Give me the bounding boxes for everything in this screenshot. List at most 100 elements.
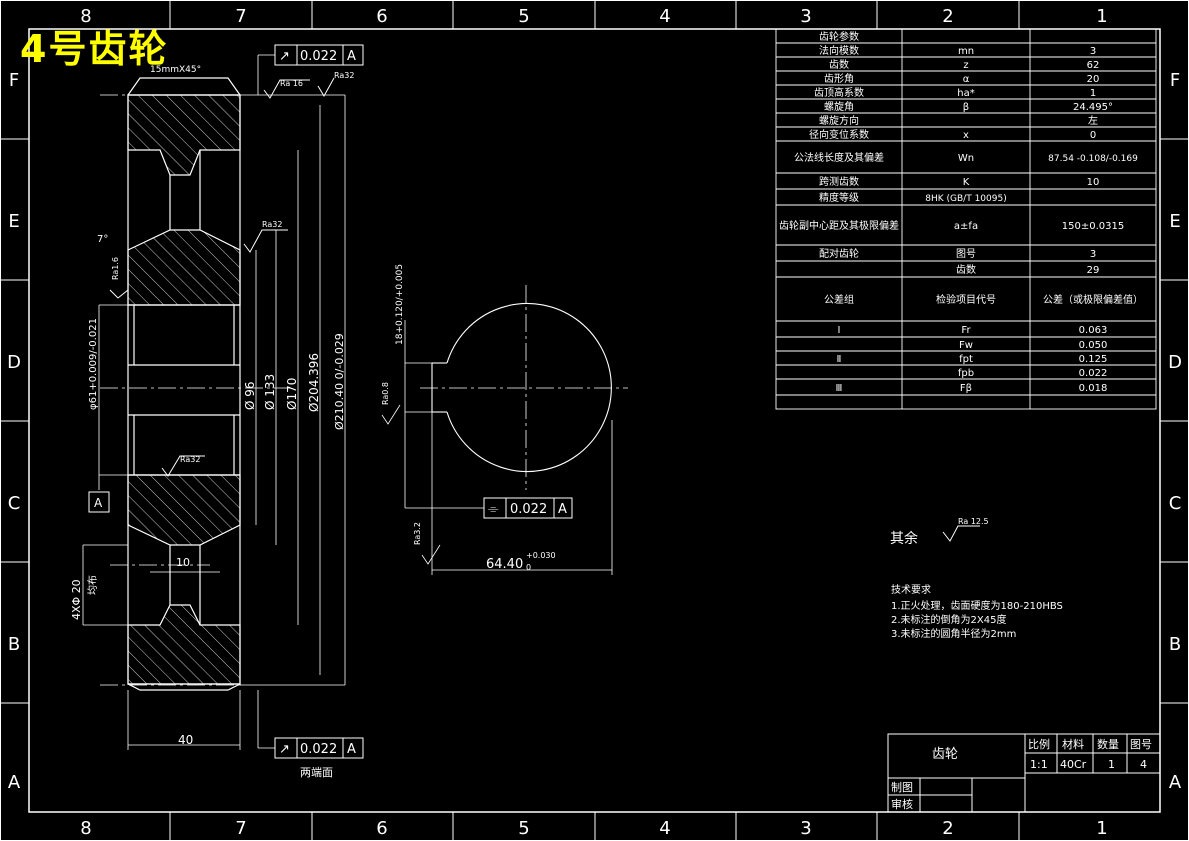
tol-frame-mid: ⌯ 0.022 A [483,497,573,519]
roughness-mid-2: Ra3.2 [413,522,422,545]
zone-bottom-1: 1 [1096,818,1107,839]
tol-bottom-symbol: ↗ [279,742,290,757]
table-cell: β [963,102,969,113]
table-cell: 0.125 [1079,354,1108,365]
table-cell: 0.063 [1079,325,1108,336]
tech-item-1: 1.正火处理，齿面硬度为180-210HBS [891,599,1063,612]
remaining-label: 其余 [890,530,918,547]
table-cell: 齿轮副中心距及其极限偏差 [779,219,899,232]
centerlines-mid [420,285,628,490]
table-cell: 10 [1087,177,1100,188]
remaining-value: Ra 12.5 [958,517,989,526]
roughness-symbols-left [109,77,335,477]
dim-64-sub: 0 [526,563,531,572]
zone-left-A: A [8,772,21,793]
table-cell: 公差（或极限偏差值） [1043,293,1143,306]
zone-top-7: 7 [235,6,246,27]
table-cell: 径向变位系数 [809,128,869,141]
table-cell: ha* [957,88,974,99]
table-cell: z [963,60,968,71]
table-cell: 齿形角 [824,73,854,85]
tb-h-scale: 比例 [1028,737,1050,751]
table-cell: Fr [961,325,971,336]
dim-210: Ø210.40 0/-0.029 [333,333,346,430]
table-cell: a±fa [954,221,978,232]
table-cell: 0 [1090,130,1096,141]
dim-64-sup: +0.030 [526,551,556,560]
table-cell: Ⅲ [836,383,843,394]
zone-right-B: B [1169,634,1181,655]
table-cell: 1 [1090,88,1096,99]
table-cell: 20 [1087,74,1100,85]
roughness-bottom: Ra32 [180,455,200,464]
datum-a-box: A [88,491,110,513]
table-cell: 螺旋方向 [819,114,859,127]
table-cell: 8HK (GB/T 10095) [925,194,1006,204]
dim-40: 40 [178,733,193,747]
dim-bore: φ61+0.009/-0.021 [88,318,99,410]
dim-64: 64.40 [486,557,523,572]
tech-item-2: 2.未标注的倒角为2X45度 [891,613,1006,626]
tb-v-material: 40Cr [1060,758,1087,771]
zone-right-E: E [1169,211,1180,232]
part-name: 齿轮 [932,747,958,762]
zone-left-B: B [8,634,20,655]
table-cell: 29 [1087,265,1100,276]
mid-dim-texts: 18+0.120/+0.005 Ra0.8 Ra3.2 64.40 +0.030… [381,264,556,572]
zone-top-2: 2 [942,6,953,27]
tol-mid-datum: A [558,502,567,517]
table-cell: 齿数 [829,58,849,71]
tol-top-symbol: ↗ [279,49,290,64]
table-cell: α [963,74,970,85]
zone-bottom-7: 7 [235,818,246,839]
table-cell: K [963,177,970,188]
tech-title: 技术要求 [891,583,931,596]
left-dim-texts: 15mmX45° Ra 16 Ra32 Ra32 Ra32 7° Ra1.6 φ… [70,65,354,779]
roughness-mid: Ra32 [262,220,282,229]
zone-bottom-8: 8 [80,818,91,839]
tb-drawn: 制图 [891,781,913,794]
remaining-roughness: 其余 Ra 12.5 [890,517,989,547]
zone-left-F: F [9,70,19,91]
zone-top-1: 1 [1096,6,1107,27]
hub-keyway-view [431,302,612,473]
table-cell: 0.050 [1079,340,1108,351]
table-cell: 齿轮参数 [819,30,859,43]
param-table [775,28,1157,410]
zone-bottom-4: 4 [659,818,670,839]
zone-left-E: E [8,211,19,232]
tol-top-datum: A [347,49,356,64]
zone-labels: 8 7 6 5 4 3 2 1 8 7 6 5 4 3 2 1 F E D C … [7,6,1182,839]
roughness-mid-1: Ra0.8 [381,382,390,405]
zone-bottom-5: 5 [518,818,529,839]
tech-item-3: 3.未标注的圆角半径为2mm [891,627,1016,640]
table-cell: 24.495° [1073,102,1113,113]
tb-v-qty: 1 [1108,758,1115,771]
tech-requirements: 技术要求 1.正火处理，齿面硬度为180-210HBS 2.未标注的倒角为2X4… [891,583,1063,640]
zone-bottom-6: 6 [376,818,387,839]
table-cell: 螺旋角 [824,100,854,113]
page-title: 4号齿轮 [20,27,169,71]
zone-bottom-3: 3 [800,818,811,839]
table-cell: 公法线长度及其偏差 [794,151,884,164]
roughness-left: Ra1.6 [111,257,120,280]
zone-left-D: D [7,352,21,373]
table-cell: mn [958,46,974,57]
tb-v-scale: 1:1 [1030,758,1048,771]
holes-sub: 均布 [87,575,99,595]
zone-right-A: A [1169,772,1182,793]
tol-bottom-value: 0.022 [300,742,337,757]
zone-top-8: 8 [80,6,91,27]
zone-right-C: C [1169,493,1182,514]
table-cell: 法向模数 [819,44,859,57]
table-cell: 齿数 [956,263,976,276]
table-cell: 3 [1090,46,1096,57]
dim-96: Ø 96 [243,381,257,410]
title-block [887,733,1161,813]
tol-mid-value: 0.022 [510,502,547,517]
chamfer-note: 15mmX45° [150,65,201,75]
table-cell: 配对齿轮 [819,247,859,260]
